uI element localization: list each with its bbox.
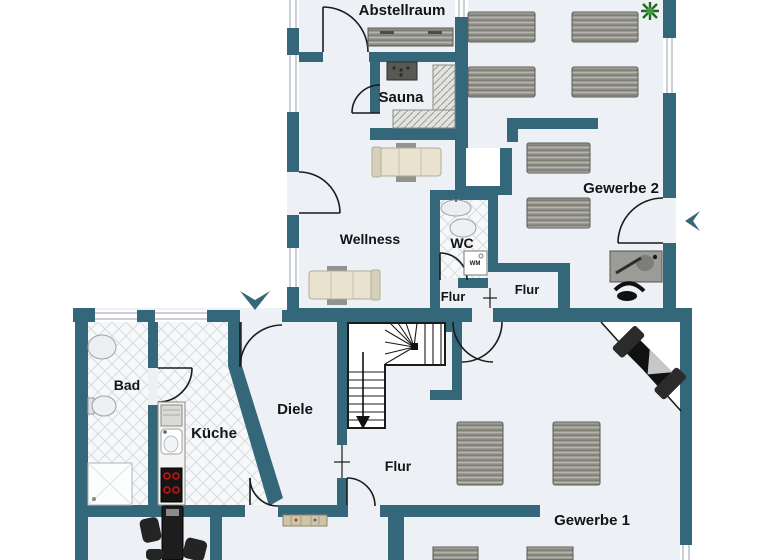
wellness-zone-furniture (308, 27, 456, 305)
label-sauna: Sauna (378, 89, 424, 106)
chair (182, 537, 208, 560)
label-flur-upper-right: Flur (515, 282, 540, 297)
window-icon (287, 55, 299, 112)
label-wc: WC (450, 235, 473, 251)
window-icon (680, 545, 692, 560)
table (456, 421, 504, 486)
window-icon (287, 248, 299, 287)
lounger (371, 143, 442, 182)
window-icon (287, 0, 299, 28)
office-chair-icon (613, 281, 646, 301)
label-diele: Diele (277, 401, 313, 418)
passage-symbol (483, 288, 497, 308)
stair-newel (411, 343, 418, 350)
table (467, 66, 536, 98)
table (526, 142, 591, 174)
chair (146, 549, 163, 560)
doors (157, 6, 664, 507)
passage-symbol (334, 445, 350, 478)
sauna-bench (392, 64, 456, 129)
door-flur-south (346, 477, 376, 507)
plant-icon (641, 2, 659, 20)
door-entrance-diele (239, 322, 283, 368)
door-wc (439, 252, 468, 281)
door-gewerbe2 (617, 197, 664, 244)
door-south-room (249, 477, 279, 507)
door-kueche (157, 367, 193, 403)
sideboard (282, 514, 328, 527)
table (432, 546, 479, 560)
table (552, 421, 601, 486)
windows (95, 0, 692, 560)
label-bad: Bad (114, 377, 140, 393)
label-wellness: Wellness (340, 231, 401, 247)
washing-machine-icon (463, 250, 488, 276)
desk (609, 250, 663, 283)
shaft-opening (466, 148, 500, 186)
table (526, 197, 591, 229)
toilet-icon (87, 395, 117, 417)
window-icon (155, 310, 207, 322)
door-wellness (298, 171, 341, 214)
door-abstellraum (322, 6, 369, 53)
window-icon (95, 310, 137, 322)
table (526, 546, 574, 560)
black-table-detail (166, 509, 179, 516)
corner-furniture (612, 326, 686, 400)
black-table (161, 505, 184, 560)
gewerbe2-furniture (467, 2, 663, 301)
door-gewerbe1-north (452, 321, 503, 363)
stove-icon (160, 467, 183, 503)
door-sauna (351, 84, 381, 114)
entrance-arrow-down-icon (240, 291, 270, 310)
bad-fixtures (87, 334, 133, 506)
wc-fixtures (440, 198, 488, 276)
label-washing-machine: WM (470, 261, 481, 267)
gewerbe1-furniture (432, 321, 686, 560)
label-abstellraum: Abstellraum (359, 2, 446, 19)
fridge-icon (160, 404, 183, 427)
stair-direction-arrow-icon (356, 352, 370, 429)
sink-icon (440, 198, 472, 217)
sideboard (367, 27, 454, 47)
label-flur-lower: Flur (385, 458, 412, 474)
staircase (347, 322, 446, 429)
chair (139, 517, 162, 543)
toilet-icon (449, 218, 477, 238)
table (571, 66, 639, 98)
window-icon (455, 0, 468, 17)
kitchen-sink-icon (160, 428, 183, 455)
sauna-heater-icon (386, 61, 418, 81)
room-labels: Abstellraum Sauna Wellness WC Flur Flur … (114, 2, 659, 529)
meeting-room-furniture (139, 505, 328, 560)
kitchen-fixtures (157, 401, 186, 506)
sink-icon (87, 334, 117, 360)
shower-icon (87, 462, 133, 506)
entrance-arrow-left-icon (685, 211, 700, 231)
label-gewerbe1: Gewerbe 1 (554, 512, 630, 529)
label-flur-upper-left: Flur (441, 289, 466, 304)
table (571, 11, 639, 43)
label-kueche: Küche (191, 425, 237, 442)
lounger (308, 266, 381, 305)
label-gewerbe2: Gewerbe 2 (583, 180, 659, 197)
window-icon (663, 38, 676, 93)
table (467, 11, 536, 43)
